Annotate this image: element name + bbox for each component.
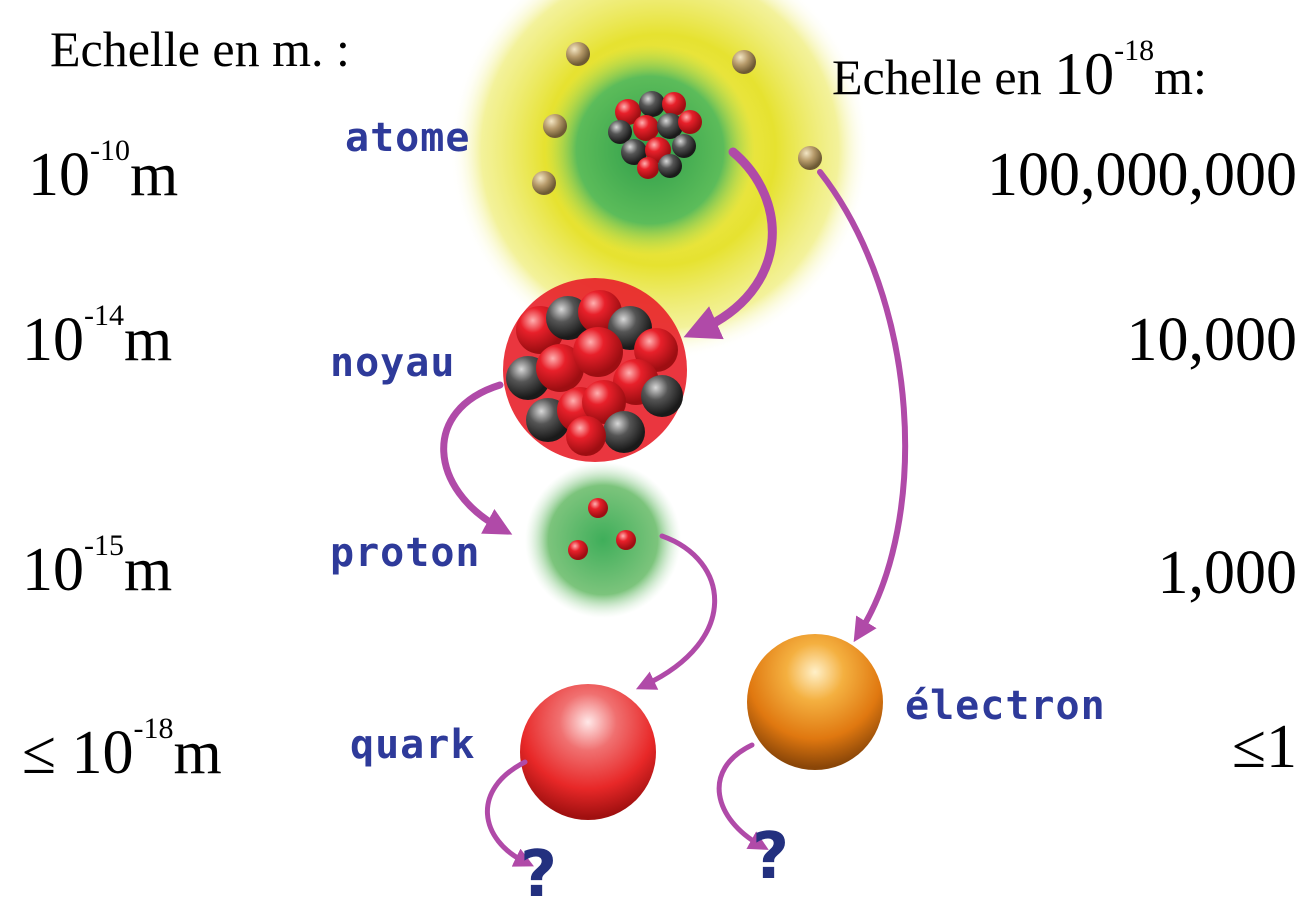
right-scale-quark: ≤1 [1231, 713, 1297, 781]
label-quark: quark [350, 722, 476, 768]
quark-unknown-mark: ? [520, 838, 558, 912]
label-proton: proton [330, 530, 481, 576]
proton-quarks [568, 498, 636, 560]
left-scale-quark: ≤ 10-18m [22, 712, 222, 787]
arrow-atom-to-electron [817, 169, 909, 643]
label-noyau: noyau [330, 340, 456, 386]
proton-cloud [525, 462, 681, 618]
right-header-prefix: Echelle en [832, 49, 1055, 105]
label-electron: électron [905, 683, 1106, 729]
left-scale-noyau: 10-14m [22, 299, 173, 374]
left-scale-header: Echelle en m. : [50, 21, 350, 77]
arrow-proton-to-quark [635, 533, 718, 690]
label-atome: atome [345, 115, 471, 161]
arrow-electron-to-unknown [716, 742, 769, 850]
electron-sphere [747, 634, 883, 770]
right-scale-header: Echelle en 10-18m: [832, 34, 1207, 109]
nucleus [503, 278, 687, 462]
right-scale-proton: 1,000 [1157, 539, 1298, 607]
atom-electrons [532, 42, 822, 195]
left-scale-proton: 10-15m [22, 529, 173, 604]
right-scale-atome: 100,000,000 [987, 141, 1297, 209]
electron-unknown-mark: ? [752, 820, 790, 894]
right-header-suffix: m: [1154, 49, 1207, 105]
atom-nucleus-small [608, 91, 702, 179]
arrows [440, 147, 909, 867]
arrow-atom-to-nucleus [683, 147, 777, 340]
left-scale-atome: 10-10m [28, 134, 179, 209]
right-header-exponent: -18 [1114, 34, 1155, 67]
arrow-quark-to-unknown [484, 759, 534, 867]
right-header-base: 10 [1054, 41, 1115, 107]
quark-sphere [520, 684, 656, 820]
arrow-nucleus-to-proton [440, 381, 513, 535]
right-scale-noyau: 10,000 [1126, 306, 1298, 374]
